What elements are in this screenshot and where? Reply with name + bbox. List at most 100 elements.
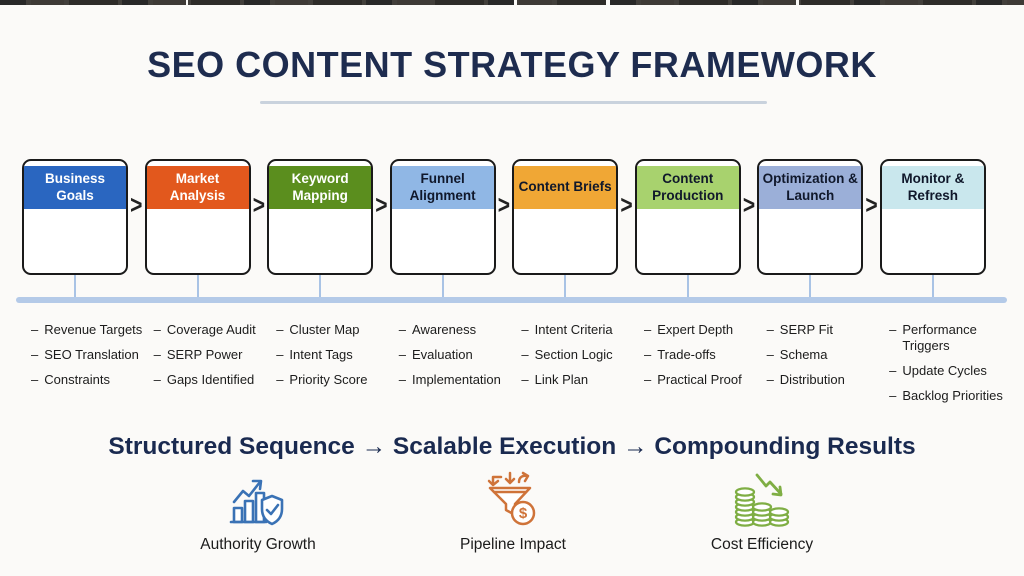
bullet-dash — [154, 347, 161, 363]
connector-line — [441, 275, 444, 298]
list-item: Backlog Priorities — [889, 388, 1008, 404]
list-item: Intent Criteria — [521, 322, 635, 338]
bullet-dash — [644, 347, 651, 363]
list-item: Cluster Map — [276, 322, 390, 338]
step-box-market-analysis: Market Analysis — [144, 159, 251, 275]
list-item: Expert Depth — [644, 322, 758, 338]
list-item: Update Cycles — [889, 363, 1008, 379]
step-header: Optimization & Launch — [759, 166, 862, 209]
bullet-dash — [889, 322, 896, 354]
connector-line — [932, 275, 934, 298]
bullet-dash — [644, 372, 651, 388]
bullet-text: Expert Depth — [657, 322, 734, 337]
bullet-dash — [276, 347, 283, 363]
coin-stacks-decline-icon — [731, 470, 793, 530]
step-box-funnel-alignment: Funnel Alignment — [389, 159, 496, 275]
bullet-text: Intent Criteria — [534, 322, 613, 337]
bullet-text: Evaluation — [412, 346, 473, 362]
benefit-label: Pipeline Impact — [460, 536, 566, 553]
step-header: Business Goals — [24, 166, 126, 209]
step-box-content-production: Content Production — [634, 159, 741, 275]
bullet-text: Constraints — [44, 371, 110, 387]
bullet-dash — [767, 372, 774, 388]
bullet-text: Trade-offs — [657, 346, 716, 362]
list-item: Performance Triggers — [889, 322, 1008, 354]
list-item: SEO Translation — [31, 347, 145, 363]
bullet-text: Awareness — [412, 322, 477, 337]
bullet-dash — [399, 372, 406, 388]
step-box-keyword-mapping: Keyword Mapping — [267, 159, 374, 275]
bullet-dash — [644, 322, 651, 338]
list-item: Evaluation — [399, 347, 513, 363]
list-item: Revenue Targets — [31, 322, 145, 338]
bullet-text: Priority Score — [289, 371, 368, 387]
tagline: Structured Sequence → Scalable Execution… — [108, 433, 916, 460]
funnel-dollar-icon: $ — [483, 470, 543, 530]
bullet-dash — [31, 347, 38, 363]
chevron-right-icon: > — [130, 191, 143, 220]
step-header: Market Analysis — [146, 166, 249, 209]
bullet-text: Implementation — [412, 371, 501, 387]
bullet-dash — [154, 322, 161, 338]
bullet-text: Schema — [779, 346, 828, 362]
step-header: Keyword Mapping — [269, 166, 372, 209]
chevron-right-icon: > — [742, 191, 756, 220]
list-item: Priority Score — [276, 372, 390, 388]
step-box-content-briefs: Content Briefs — [512, 159, 619, 275]
connector-line — [809, 275, 812, 298]
bullet-text: SERP Power — [166, 346, 243, 362]
bullet-text: SEO Translation — [44, 346, 139, 362]
video-edge-artifact — [0, 0, 1024, 5]
bullet-text: Backlog Priorities — [902, 387, 1003, 403]
detail-column-content-briefs: Intent Criteria Section Logic Link Plan — [512, 322, 635, 412]
detail-column-keyword-mapping: Cluster Map Intent Tags Priority Score — [267, 322, 390, 412]
step-detail-columns: Revenue Targets SEO Translation Constrai… — [22, 322, 1008, 412]
bullet-text: Intent Tags — [289, 346, 353, 362]
bullet-dash — [767, 347, 774, 363]
list-item: Intent Tags — [276, 347, 390, 363]
benefit-cost-efficiency: Cost Efficiency — [652, 470, 872, 554]
bullet-text: Section Logic — [534, 346, 613, 362]
bullet-text: SERP Fit — [779, 322, 834, 337]
detail-column-market-analysis: Coverage Audit SERP Power Gaps Identifie… — [145, 322, 268, 412]
benefit-label: Authority Growth — [200, 536, 316, 553]
bullet-text: Coverage Audit — [166, 322, 256, 337]
list-item: SERP Fit — [767, 322, 881, 338]
connector-bar — [16, 297, 1007, 303]
title-underline — [260, 101, 767, 104]
benefit-authority-growth: Authority Growth — [148, 470, 368, 554]
step-header: Content Production — [636, 166, 739, 209]
bullet-dash — [154, 372, 161, 388]
chevron-right-icon: > — [375, 191, 388, 220]
bullet-text: Practical Proof — [657, 371, 742, 387]
bullet-text: Performance Triggers — [902, 322, 977, 353]
bullet-dash — [276, 372, 283, 388]
connector-line — [564, 275, 567, 298]
bullet-dash — [31, 322, 38, 338]
list-item: Awareness — [399, 322, 513, 338]
list-item: Gaps Identified — [154, 372, 268, 388]
step-box-monitor-refresh: Monitor & Refresh — [879, 159, 986, 275]
framework-flow: Business Goals > Market Analysis > Keywo… — [22, 159, 986, 275]
detail-column-funnel-alignment: Awareness Evaluation Implementation — [390, 322, 513, 412]
list-item: Coverage Audit — [154, 322, 268, 338]
step-header: Monitor & Refresh — [881, 166, 984, 209]
step-box-business-goals: Business Goals — [22, 159, 128, 275]
list-item: Constraints — [31, 372, 145, 388]
bullet-dash — [767, 322, 774, 338]
bullet-text: Link Plan — [534, 371, 589, 387]
list-item: Link Plan — [521, 372, 635, 388]
detail-column-optimization-launch: SERP Fit Schema Distribution — [758, 322, 881, 412]
step-header: Content Briefs — [514, 166, 617, 209]
bullet-dash — [399, 322, 406, 338]
connector-line — [196, 275, 199, 298]
step-box-optimization-launch: Optimization & Launch — [757, 159, 864, 275]
list-item: SERP Power — [154, 347, 268, 363]
bullet-text: Gaps Identified — [166, 371, 255, 387]
benefit-pipeline-impact: $ Pipeline Impact — [403, 470, 623, 554]
bullet-text: Distribution — [779, 371, 845, 387]
connector-line — [686, 275, 689, 298]
chevron-right-icon: > — [252, 191, 265, 220]
step-header: Funnel Alignment — [391, 166, 494, 209]
